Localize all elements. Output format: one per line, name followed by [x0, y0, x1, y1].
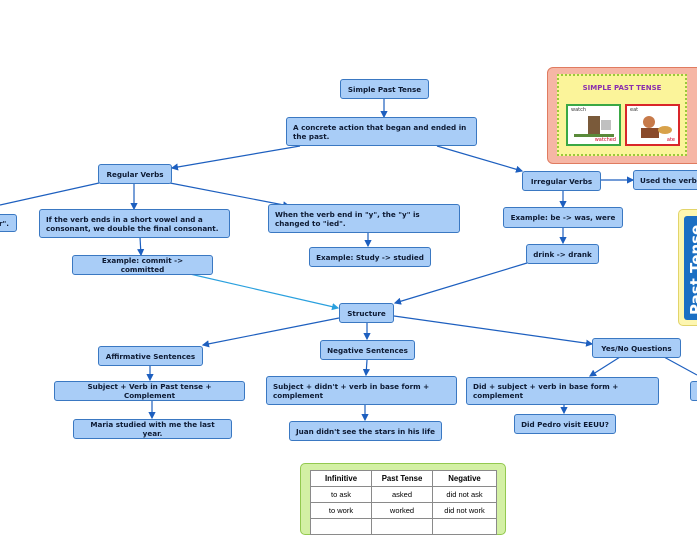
node-short-vowel-rule[interactable]: If the verb ends in a short vowel and a … [39, 209, 230, 238]
node-structure[interactable]: Structure [339, 303, 394, 323]
node-label: r". [0, 218, 10, 228]
edge [201, 317, 340, 348]
node-affirmative-example[interactable]: Maria studied with me the last year. [73, 419, 232, 439]
node-example-be[interactable]: Example: be -> was, were [503, 207, 623, 228]
node-label: Negative Sentences [327, 345, 408, 355]
node-label: If the verb ends in a short vowel and a … [46, 214, 219, 233]
node-drink-drank[interactable]: drink -> drank [526, 244, 599, 264]
edge [393, 262, 528, 305]
table-header: Infinitive [310, 470, 372, 487]
node-label: Juan didn't see the stars in his life [296, 426, 435, 436]
table-cell [371, 518, 433, 535]
node-simple-past-tense[interactable]: Simple Past Tense [340, 79, 429, 99]
node-irregular-verbs[interactable]: Irregular Verbs [522, 171, 601, 191]
table-cell: did not ask [432, 486, 497, 503]
node-label: Example: commit -> committed [101, 256, 184, 274]
node-label: Example: be -> was, were [510, 213, 616, 222]
eating-figure-icon [641, 116, 672, 138]
picture-label-2: ate [666, 137, 675, 143]
node-label: Did + subject + verb in base form + comp… [473, 382, 619, 400]
table-header: Negative [432, 470, 497, 487]
verb-table-card[interactable]: Infinitive Past Tense Negative to ask as… [300, 463, 506, 535]
node-label: Subject + didn't + verb in base form + c… [273, 381, 430, 400]
node-label: Regular Verbs [106, 169, 164, 179]
node-label: Structure [347, 308, 386, 318]
node-left-cut[interactable]: r". [0, 214, 17, 232]
edge [436, 145, 524, 173]
table-row: to ask asked did not ask [310, 486, 497, 503]
table-row [310, 518, 497, 535]
node-used-the-verb[interactable]: Used the verb [633, 170, 697, 190]
verb-table: Infinitive Past Tense Negative to ask as… [310, 470, 497, 535]
picture-label: eat [630, 107, 639, 113]
node-label: Affirmative Sentences [105, 351, 196, 361]
node-right-cut[interactable] [690, 381, 697, 401]
side-tab-inner: Past Tense [684, 216, 697, 320]
node-y-to-ied-rule[interactable]: When the verb end in "y", the "y" is cha… [268, 204, 460, 233]
node-label: Maria studied with me the last year. [90, 420, 215, 438]
eat-picture: eat ate [625, 104, 680, 146]
side-tab-text: Past Tense [687, 224, 697, 315]
edge [137, 236, 145, 257]
node-yes-no-questions[interactable]: Yes/No Questions [592, 338, 681, 358]
node-affirmative-formula[interactable]: Subject + Verb in Past tense + Complemen… [54, 381, 245, 401]
edge [588, 356, 621, 377]
node-label: Irregular Verbs [530, 176, 593, 186]
table-cell: worked [371, 502, 433, 519]
edge [663, 356, 697, 376]
table-header-row: Infinitive Past Tense Negative [310, 470, 497, 487]
table-cell [310, 518, 372, 535]
tv-figure-icon [574, 116, 614, 137]
node-label: Yes/No Questions [601, 343, 672, 353]
simple-past-image-card[interactable]: SIMPLE PAST TENSE watch watched eat ate [547, 67, 697, 164]
node-label: Example: Study -> studied [316, 252, 424, 262]
edge [362, 359, 370, 377]
node-label: Used the verb [640, 175, 697, 185]
picture-label: watch [571, 107, 587, 113]
edge [169, 182, 291, 209]
table-cell [432, 518, 497, 535]
node-affirmative-sentences[interactable]: Affirmative Sentences [98, 346, 203, 366]
edge [0, 182, 100, 206]
node-question-example[interactable]: Did Pedro visit EEUU? [514, 414, 616, 434]
node-example-commit[interactable]: Example: commit -> committed [72, 255, 213, 275]
connector-lines [0, 99, 697, 422]
table-cell: did not work [432, 502, 497, 519]
table-cell: to work [310, 502, 372, 519]
node-regular-verbs[interactable]: Regular Verbs [98, 164, 172, 184]
edge [170, 145, 301, 171]
watch-picture: watch watched [566, 104, 621, 146]
table-row: to work worked did not work [310, 502, 497, 519]
node-concrete-action[interactable]: A concrete action that began and ended i… [286, 117, 477, 146]
table-cell: asked [371, 486, 433, 503]
node-negative-sentences[interactable]: Negative Sentences [320, 340, 415, 360]
node-label: Did Pedro visit EEUU? [521, 419, 609, 429]
node-negative-formula[interactable]: Subject + didn't + verb in base form + c… [266, 376, 457, 405]
picture-label-2: watched [594, 137, 616, 143]
past-tense-side-tab[interactable]: Past Tense [678, 209, 697, 326]
table-header: Past Tense [371, 470, 433, 487]
node-example-study[interactable]: Example: Study -> studied [309, 247, 431, 267]
node-label: When the verb end in "y", the "y" is cha… [275, 209, 420, 228]
node-negative-example[interactable]: Juan didn't see the stars in his life [289, 421, 442, 441]
node-question-formula[interactable]: Did + subject + verb in base form + comp… [466, 377, 659, 405]
node-label: A concrete action that began and ended i… [293, 122, 467, 141]
node-label: drink -> drank [533, 249, 592, 259]
image-frame: SIMPLE PAST TENSE watch watched eat ate [557, 74, 687, 156]
node-label: Subject + Verb in Past tense + Complemen… [87, 382, 212, 400]
image-title: SIMPLE PAST TENSE [582, 84, 662, 92]
edge [189, 273, 340, 311]
table-cell: to ask [310, 486, 372, 503]
node-label: Simple Past Tense [347, 84, 422, 94]
edge [393, 315, 594, 347]
